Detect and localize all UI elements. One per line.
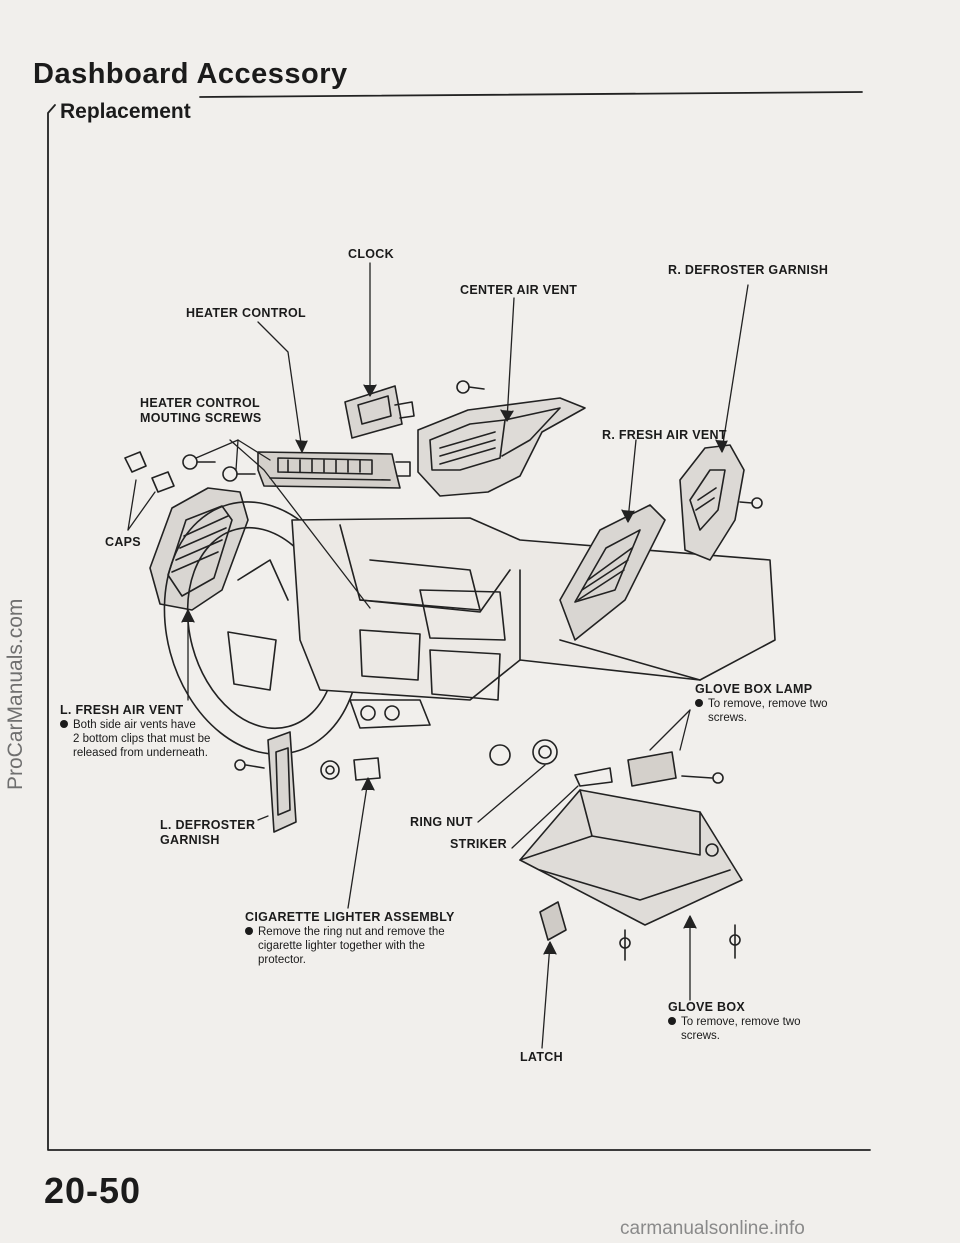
label-r-fresh-air-vent: R. FRESH AIR VENT xyxy=(602,428,727,442)
bottom-watermark[interactable]: carmanualsonline.info xyxy=(620,1218,805,1239)
latch-part xyxy=(539,901,567,941)
section-frame xyxy=(47,104,871,1151)
leader-lines xyxy=(127,262,749,1049)
label-l-fresh-air-vent: L. FRESH AIR VENT xyxy=(60,703,184,717)
label-heater-control: HEATER CONTROL xyxy=(186,306,306,320)
lighter-parts xyxy=(320,699,613,787)
label-ring-nut: RING NUT xyxy=(410,815,473,829)
bullet-icon xyxy=(245,927,253,935)
r-fresh-air-vent-part xyxy=(559,504,666,641)
header-rule xyxy=(199,91,863,98)
glove-box-part xyxy=(519,789,743,961)
center-air-vent-part xyxy=(417,380,586,497)
bullet-icon xyxy=(668,1017,676,1025)
side-watermark-region: ProCarManuals.com xyxy=(0,500,27,800)
section-title: Replacement xyxy=(60,100,191,123)
caps-and-screws xyxy=(124,451,256,493)
bullet-icon xyxy=(60,720,68,728)
label-striker: STRIKER xyxy=(450,837,507,851)
label-glove-box: GLOVE BOX xyxy=(668,1000,746,1014)
label-heater-control-screws: HEATER CONTROL MOUTING SCREWS xyxy=(140,396,262,425)
callout-cigarette-lighter: CIGARETTE LIGHTER ASSEMBLY Remove the ri… xyxy=(245,910,455,966)
label-latch: LATCH xyxy=(520,1050,563,1064)
callout-glove-box-lamp: GLOVE BOX LAMP To remove, remove two scr… xyxy=(695,682,828,724)
callout-glove-box: GLOVE BOX To remove, remove two screws. xyxy=(668,1000,801,1042)
bullet-icon xyxy=(695,699,703,707)
heater-control-part xyxy=(257,451,411,489)
page-number: 20-50 xyxy=(44,1170,142,1211)
callout-l-fresh-air-vent: L. FRESH AIR VENT Both side air vents ha… xyxy=(60,703,211,759)
r-defroster-garnish-part xyxy=(679,444,763,561)
glove-box-lamp-part xyxy=(627,751,724,787)
dashboard-body xyxy=(291,517,776,701)
label-glove-box-lamp: GLOVE BOX LAMP xyxy=(695,682,813,696)
label-l-defroster-garnish: L. DEFROSTER GARNISH xyxy=(160,818,256,847)
l-fresh-air-vent-part xyxy=(149,487,249,611)
label-cigarette-lighter: CIGARETTE LIGHTER ASSEMBLY xyxy=(245,910,455,924)
label-center-air-vent: CENTER AIR VENT xyxy=(460,283,578,297)
page-title: Dashboard Accessory xyxy=(33,58,348,90)
label-r-defroster-garnish: R. DEFROSTER GARNISH xyxy=(668,263,829,277)
label-clock: CLOCK xyxy=(348,247,394,261)
label-caps: CAPS xyxy=(105,535,141,549)
side-watermark[interactable]: ProCarManuals.com xyxy=(4,598,27,790)
l-defroster-garnish-part xyxy=(234,731,297,833)
clock-part xyxy=(344,385,415,439)
